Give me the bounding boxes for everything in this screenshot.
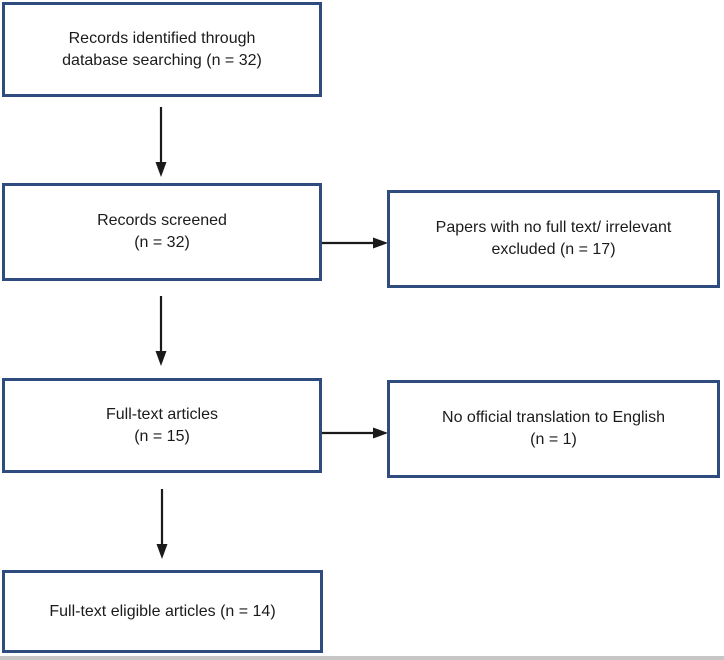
box-text-line: (n = 32) (134, 234, 190, 251)
box-text-line: (n = 1) (530, 431, 577, 448)
arrow-down-icon (154, 107, 168, 177)
box-text-line: (n = 15) (134, 427, 190, 445)
box-text-line: No official translation to English (442, 409, 665, 426)
arrow-down-icon (155, 489, 169, 559)
box-text-line: Full-text eligible articles (n = 14) (49, 602, 276, 620)
box-text-line: Full-text articles (105, 405, 219, 423)
box-text-line: database searching (n = 32) (62, 51, 262, 69)
box-excluded-no-full-text: Papers with no full text/ irrelevant exc… (387, 190, 720, 288)
box-text-line: Records identified through (68, 29, 256, 47)
box-text-line: Papers with no full text/ irrelevant (435, 219, 672, 236)
bottom-edge-divider (0, 656, 724, 660)
arrow-right-icon (322, 426, 388, 440)
arrow-right-icon (322, 236, 388, 250)
box-records-identified: Records identified through database sear… (2, 2, 322, 97)
box-excluded-no-translation: No official translation to English (n = … (387, 380, 720, 478)
box-full-text-eligible: Full-text eligible articles (n = 14) (2, 570, 323, 653)
arrow-down-icon (154, 296, 168, 366)
box-full-text-articles: Full-text articles (n = 15) (2, 378, 322, 473)
box-text-line: excluded (n = 17) (491, 241, 616, 258)
box-text-line: Records screened (97, 212, 227, 229)
box-records-screened: Records screened (n = 32) (2, 183, 322, 281)
